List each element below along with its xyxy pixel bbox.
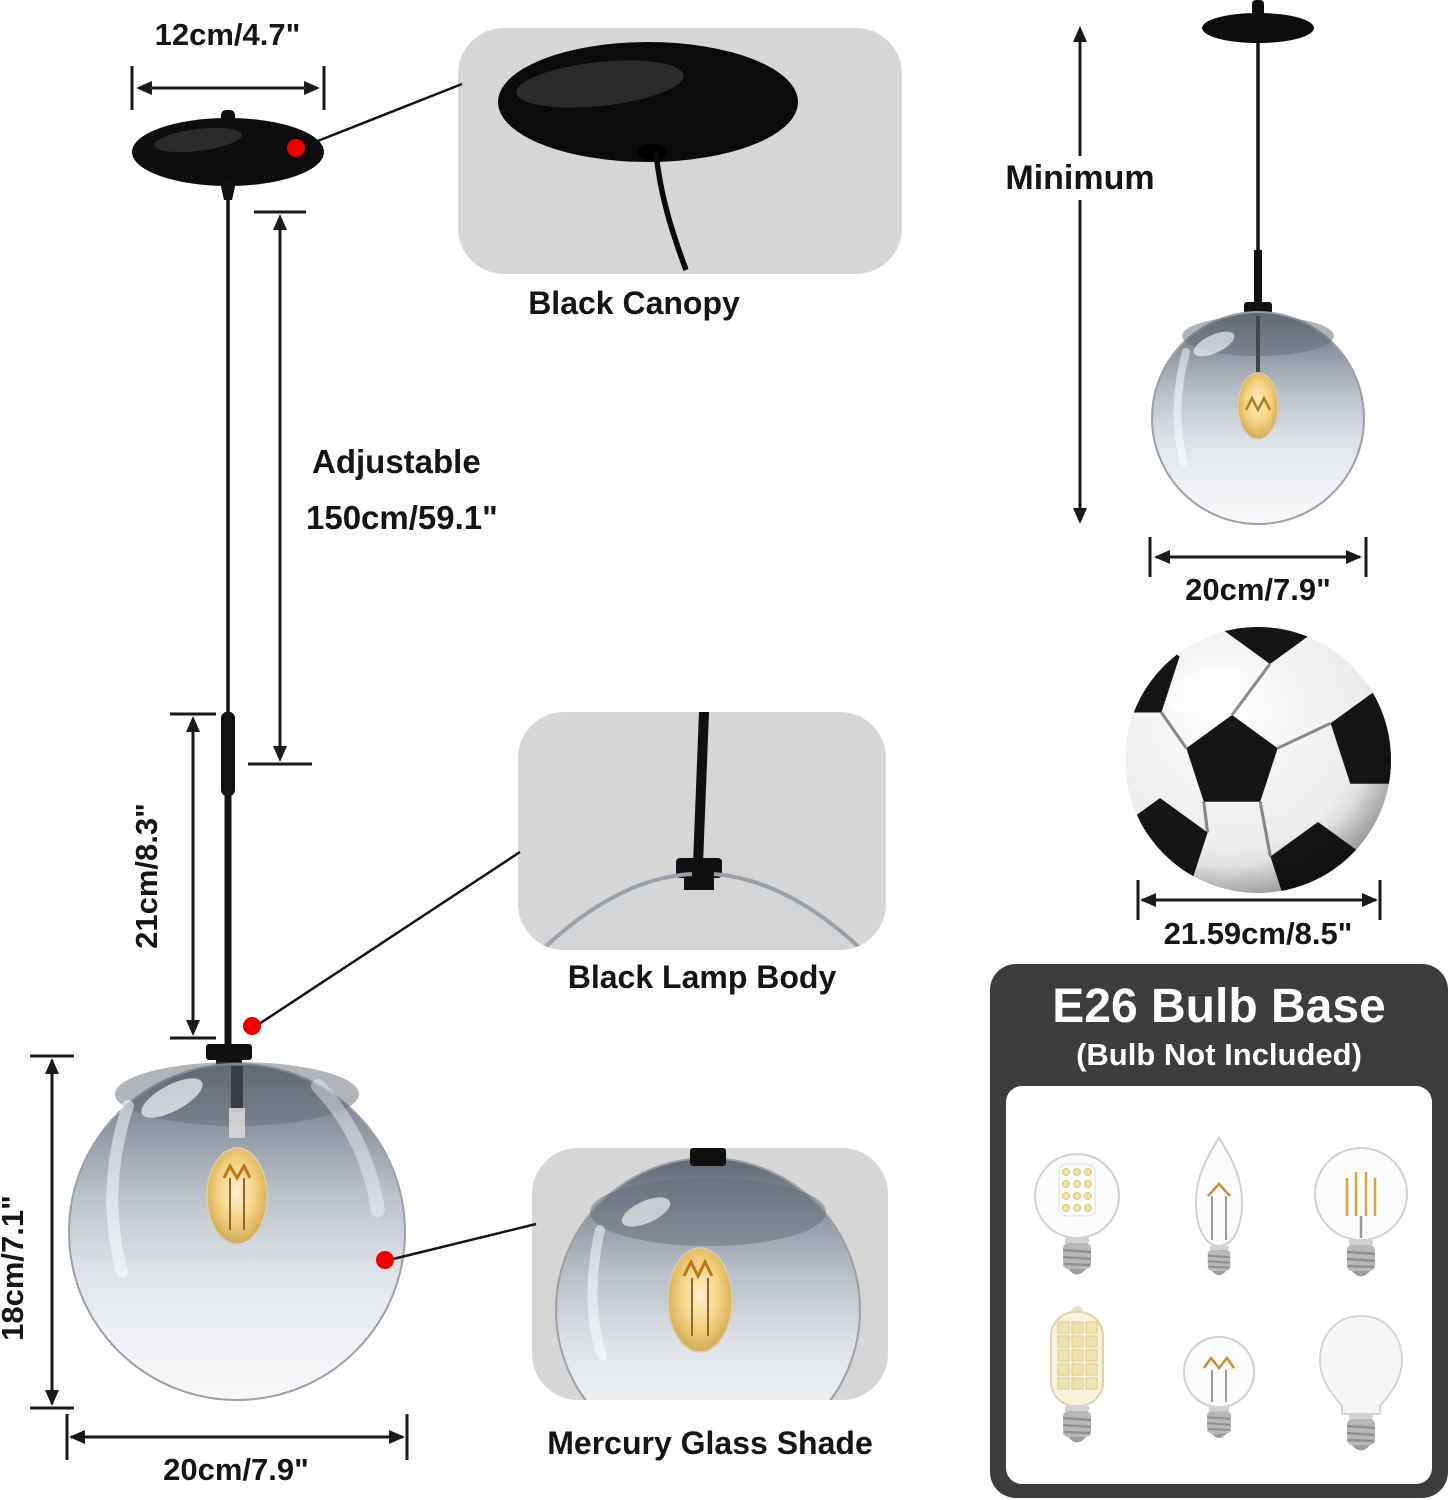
- lamp-body-callout-bubble: [518, 712, 886, 950]
- callout-marker-dot: [376, 1251, 394, 1269]
- glass-shade-callout-label: Mercury Glass Shade: [547, 1425, 873, 1461]
- right-shade-width-label: 20cm/7.9": [1185, 572, 1331, 607]
- rod-length-label: 21cm/8.3": [129, 803, 164, 949]
- e26-bulb-panel: [1006, 1086, 1432, 1484]
- ball-width-label: 21.59cm/8.5": [1163, 916, 1353, 951]
- dim-minimum-height: [1073, 26, 1087, 524]
- canopy-callout-bubble: [458, 28, 902, 274]
- shade-height-label: 18cm/7.1": [0, 1195, 30, 1341]
- dim-rod-length: [170, 712, 216, 1040]
- pendant-lamp-minimum: [1151, 0, 1365, 525]
- dim-canopy-width: [130, 66, 326, 110]
- canopy-width-label: 12cm/4.7": [154, 17, 301, 52]
- canopy-callout-label: Black Canopy: [528, 285, 740, 321]
- e26-subtitle: (Bulb Not Included): [1076, 1037, 1362, 1072]
- dim-right-shade-width: [1148, 537, 1368, 577]
- adjustable-label: Adjustable: [312, 443, 481, 480]
- lamp-body-callout-label: Black Lamp Body: [567, 959, 837, 995]
- minimum-label: Minimum: [985, 156, 1175, 201]
- glass-shade-callout-bubble: [532, 1148, 888, 1400]
- dim-shade-height: [30, 1054, 74, 1410]
- e26-title: E26 Bulb Base: [1052, 980, 1386, 1033]
- adjustable-length-label: 150cm/59.1": [306, 499, 498, 536]
- shade-width-label: 20cm/7.9": [163, 1452, 309, 1487]
- callout-marker-dot: [243, 1017, 261, 1035]
- callout-marker-dot: [287, 139, 305, 157]
- dim-ball-width: [1136, 880, 1382, 920]
- dim-adjustable-length: [248, 210, 312, 766]
- pendant-lamp-diagram: [68, 110, 406, 1401]
- soccer-ball-icon: [1125, 627, 1391, 893]
